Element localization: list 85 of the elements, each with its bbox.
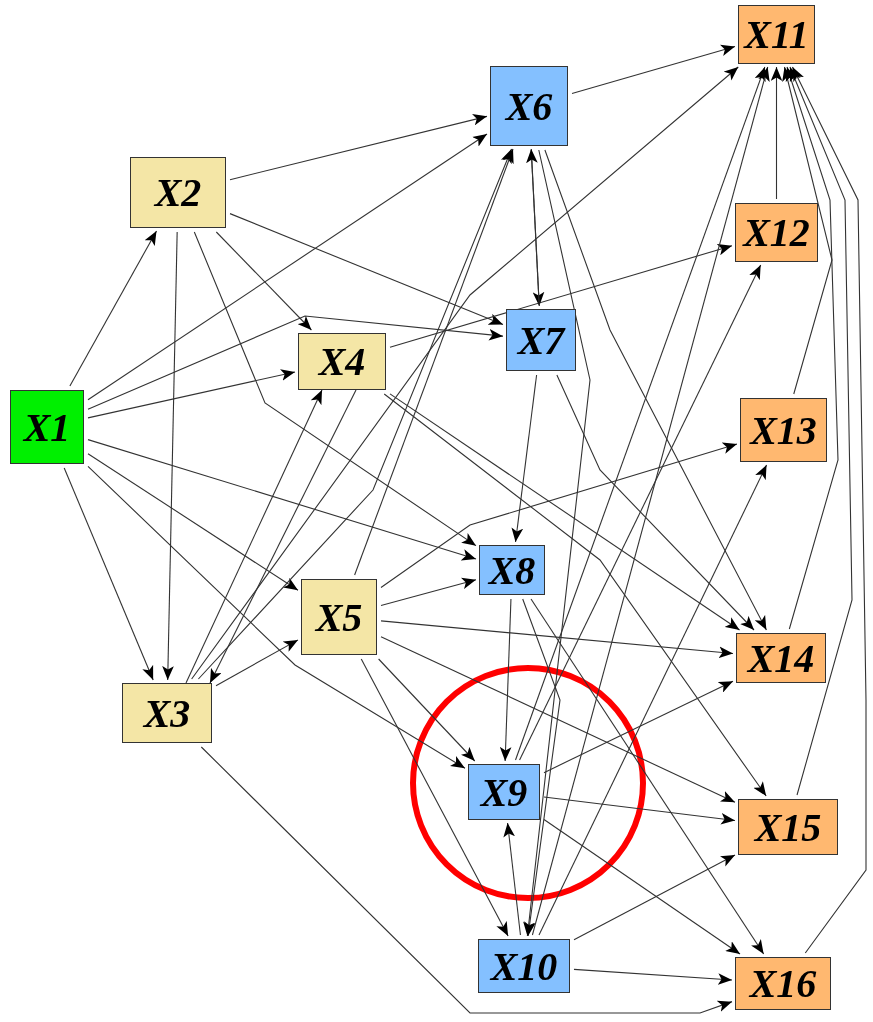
variable-label: X9 <box>480 768 528 816</box>
arrow <box>544 149 767 631</box>
arrow <box>185 389 323 684</box>
variable-label: X8 <box>488 546 536 594</box>
variable-box <box>740 398 827 462</box>
arrow <box>389 244 733 348</box>
arrow <box>519 264 762 761</box>
arrow <box>87 439 477 561</box>
arrow <box>229 213 504 326</box>
variable-box <box>479 545 545 595</box>
arrow <box>785 66 839 630</box>
arrow <box>380 620 734 659</box>
arrow <box>200 746 733 1014</box>
arrow <box>87 315 504 410</box>
arrow <box>383 393 767 797</box>
arrow <box>556 374 755 631</box>
arrow <box>197 148 513 680</box>
arrow <box>791 66 867 954</box>
arrow <box>191 66 739 680</box>
arrow <box>209 389 357 684</box>
arrow <box>87 453 299 591</box>
arrow <box>87 133 488 401</box>
arrow <box>63 467 154 681</box>
variable-label: X6 <box>505 82 553 130</box>
variable-box <box>122 683 212 743</box>
arrow <box>162 231 178 681</box>
arrow <box>538 464 768 936</box>
variable-box <box>738 5 815 64</box>
variable-box <box>490 66 568 146</box>
variable-box <box>506 309 576 371</box>
arrow <box>229 114 488 181</box>
variable-box <box>478 939 570 993</box>
arrow <box>87 465 466 769</box>
variable-label: X3 <box>143 689 191 737</box>
variable-box <box>10 390 84 464</box>
arrow <box>782 66 833 395</box>
variable-label: X16 <box>749 960 817 1007</box>
arrow <box>573 854 736 941</box>
arrow <box>193 231 477 547</box>
arrow <box>380 577 477 607</box>
arrow <box>530 598 765 955</box>
variable-box <box>298 333 386 390</box>
arrow <box>378 658 476 762</box>
variable-label: X14 <box>747 634 815 682</box>
arrow <box>543 796 736 825</box>
variable-box <box>735 203 818 262</box>
arrow <box>380 442 738 589</box>
variable-box <box>736 633 826 683</box>
arrow <box>87 369 296 419</box>
arrow <box>543 818 741 955</box>
arrow <box>499 598 512 762</box>
variable-label: X7 <box>517 316 565 364</box>
arrow <box>503 822 521 936</box>
arrow <box>514 66 766 761</box>
arrow <box>789 66 853 796</box>
variable-label: X15 <box>754 803 822 851</box>
variable-box <box>468 764 540 820</box>
arrow <box>215 639 299 687</box>
variable-box <box>301 579 377 655</box>
variable-label: X4 <box>318 338 366 385</box>
arrow <box>522 598 561 937</box>
arrow <box>543 680 734 774</box>
arrow <box>215 231 312 331</box>
arrow <box>389 393 741 631</box>
variable-box <box>735 957 831 1010</box>
arrow <box>380 636 736 803</box>
arrow <box>573 968 733 985</box>
variable-label: X2 <box>154 169 202 216</box>
variable-label: X10 <box>490 942 558 990</box>
arrow <box>571 44 736 95</box>
variable-label: X1 <box>23 403 71 451</box>
variable-label: X5 <box>315 593 363 641</box>
arrow <box>526 148 540 306</box>
arrow <box>360 658 509 937</box>
variable-label: X13 <box>750 406 817 454</box>
variable-box <box>130 157 226 228</box>
arrow <box>511 374 538 543</box>
arrow <box>770 66 783 200</box>
arrow <box>69 230 158 387</box>
variable-label: X12 <box>743 209 810 256</box>
arrow <box>531 66 770 936</box>
arrow <box>354 148 514 576</box>
variable-box <box>738 799 838 855</box>
arrow <box>523 149 591 937</box>
variable-label: X11 <box>744 11 809 58</box>
